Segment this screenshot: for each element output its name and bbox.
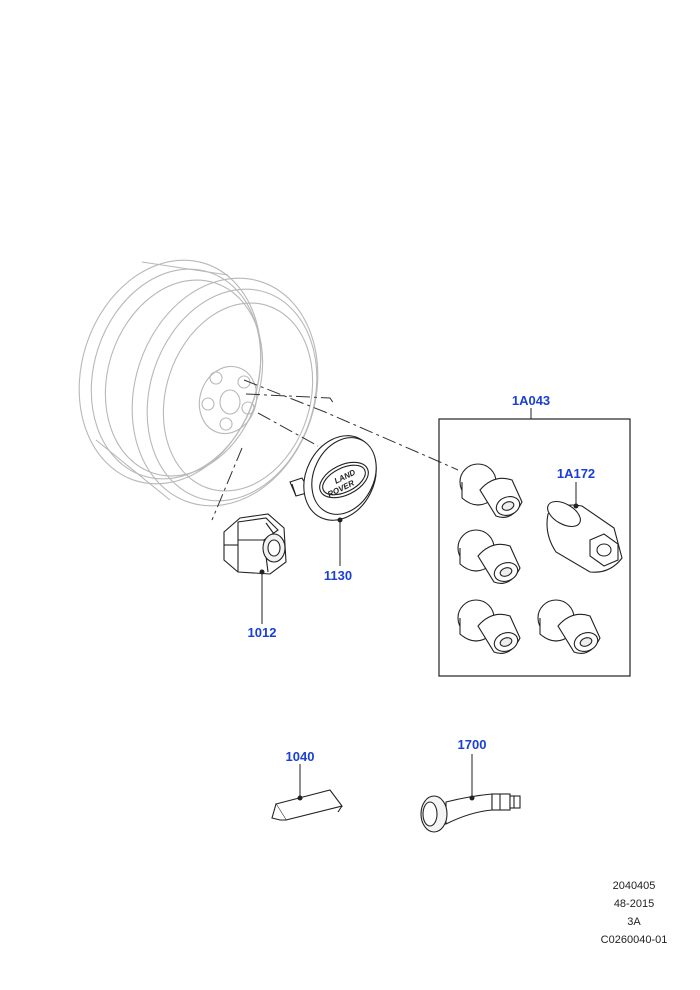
centre-cap-leader-dot — [337, 517, 343, 523]
locking-key — [546, 500, 623, 573]
assembly-leader-lines — [211, 379, 459, 521]
locking-key-leader-dot — [573, 503, 579, 509]
balance-weight-leader-dot — [297, 795, 303, 801]
locking-kit-box — [438, 418, 631, 677]
footer-ref-line-1: 2040405 — [612, 880, 656, 892]
footer-ref-line-3: 3A — [627, 916, 641, 928]
locking-nut-1 — [459, 463, 523, 518]
tyre-valve — [420, 793, 521, 833]
tyre-valve-leader-dot — [469, 795, 475, 801]
callout-1700[interactable]: 1700 — [457, 737, 487, 752]
locking-nut-2 — [457, 529, 521, 584]
callout-1A043[interactable]: 1A043 — [511, 393, 551, 408]
footer-ref-line-2: 48-2015 — [613, 898, 655, 910]
locking-nut-3 — [457, 599, 521, 654]
wheel-nut — [223, 513, 287, 575]
wheel-nut-leader-dot — [259, 569, 265, 575]
alloy-wheel — [78, 259, 319, 507]
centre-cap: LAND ROVER — [289, 435, 377, 521]
balance-weight — [271, 789, 343, 821]
footer-ref-line-4: C0260040-01 — [600, 934, 668, 946]
callout-1A172[interactable]: 1A172 — [556, 466, 596, 481]
locking-nut-4 — [537, 599, 601, 654]
callout-1130[interactable]: 1130 — [323, 568, 353, 583]
callout-1012[interactable]: 1012 — [247, 625, 277, 640]
callout-1040[interactable]: 1040 — [285, 749, 315, 764]
